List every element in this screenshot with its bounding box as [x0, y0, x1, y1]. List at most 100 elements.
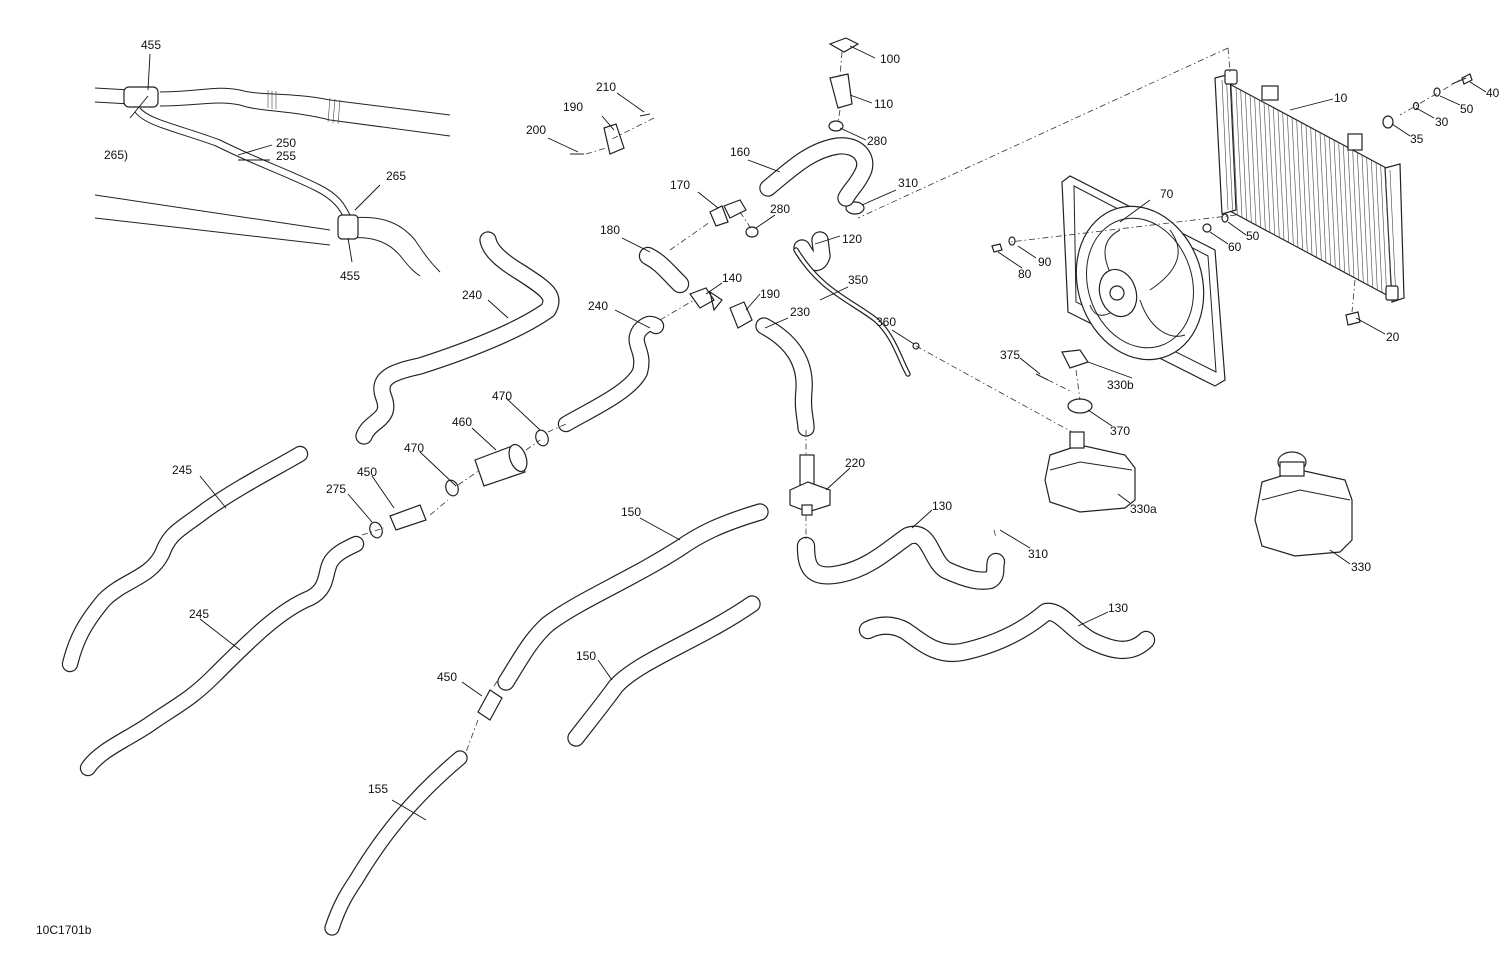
radiator-fin [1305, 124, 1313, 256]
radiator-fin [1226, 82, 1233, 213]
callout-50-lower: 50 [1246, 229, 1260, 243]
gasket-280 [828, 120, 844, 132]
hose-160 [759, 137, 874, 207]
callout-10: 10 [1334, 91, 1348, 105]
callout-50: 50 [1460, 102, 1474, 116]
callout-160: 160 [730, 145, 750, 159]
callout-80: 80 [1018, 267, 1032, 281]
fan-assembly [1061, 175, 1226, 387]
radiator-fin [1263, 102, 1271, 233]
radiator-fin [1273, 107, 1280, 238]
hose-240-right [557, 315, 665, 433]
callout-150: 150 [621, 505, 641, 519]
tee-140 [689, 287, 723, 312]
radiator-fin [1347, 147, 1355, 278]
callout-140: 140 [722, 271, 742, 285]
callout-240-right: 240 [588, 299, 608, 313]
callout-330: 330 [1351, 560, 1371, 574]
callout-265: 265 [386, 169, 406, 183]
hose-120 [793, 231, 831, 271]
callout-20: 20 [1386, 330, 1400, 344]
radiator-fin [1249, 94, 1257, 226]
radiator-fin [1357, 152, 1364, 283]
hose-150-lower [567, 595, 761, 747]
radiator-fin [1254, 97, 1261, 228]
callout-130-lower: 130 [1108, 601, 1128, 615]
radiator-fin [1319, 132, 1327, 263]
callout-470-lower: 470 [404, 441, 424, 455]
thermostat-housing-220 [789, 454, 831, 516]
callout-230: 230 [790, 305, 810, 319]
cap-100 [828, 37, 860, 53]
hose-130-lower [858, 602, 1156, 663]
callout-450: 450 [357, 465, 377, 479]
radiator-fin [1296, 119, 1303, 251]
reservoir-cap-330b [1061, 349, 1089, 369]
callout-280-lower: 280 [770, 202, 790, 216]
radiator-fin [1333, 139, 1341, 271]
radiator-fin [1324, 134, 1331, 266]
callout-255: 255 [276, 149, 296, 163]
thermostat-cap-parts [570, 37, 920, 350]
radiator-fin [1371, 159, 1378, 291]
radiator-fin [1235, 87, 1243, 218]
radiator-fin [1282, 112, 1289, 243]
clamp-470 [445, 479, 459, 497]
radiator-fin [1385, 167, 1392, 298]
radiator-fin [1389, 169, 1397, 301]
connector-450 [389, 504, 427, 531]
radiator-fin [1221, 79, 1229, 211]
radiator-hardware [991, 73, 1473, 326]
callout-220: 220 [845, 456, 865, 470]
callout-470: 470 [492, 389, 512, 403]
radiator-fin [1329, 137, 1336, 268]
callout-350: 350 [848, 273, 868, 287]
radiator-fin [1338, 142, 1345, 273]
radiator-fin [1259, 99, 1266, 231]
radiator-fin [1315, 129, 1322, 261]
callout-180: 180 [600, 223, 620, 237]
callout-170: 170 [670, 178, 690, 192]
clamp-190 [729, 301, 753, 329]
clip-190 [603, 123, 625, 155]
hose-245-upper [61, 445, 309, 673]
radiator [1214, 69, 1405, 303]
callout-110: 110 [874, 97, 893, 111]
radiator-fin [1375, 162, 1383, 293]
radiator-fin [1231, 84, 1238, 216]
frame-clamp-455b [337, 214, 359, 240]
hoses [61, 137, 1156, 936]
callout-280: 280 [867, 134, 887, 148]
hose-240-left [355, 231, 560, 445]
hose-155 [324, 750, 468, 936]
callout-190: 190 [563, 100, 583, 114]
callout-455-lower: 455 [340, 269, 360, 283]
radiator-fin [1277, 109, 1285, 241]
callout-90: 90 [1038, 255, 1052, 269]
frame-inset [94, 86, 451, 277]
frame-clamp-455 [123, 86, 159, 108]
callout-120: 120 [842, 232, 862, 246]
callout-330a: 330a [1130, 502, 1157, 516]
hose-350 [793, 247, 911, 377]
coolant-reservoir-330 [1254, 451, 1353, 557]
callout-240: 240 [462, 288, 482, 302]
callout-35: 35 [1410, 132, 1424, 146]
callout-190-lower: 190 [760, 287, 780, 301]
callout-245: 245 [172, 463, 192, 477]
callout-310-lower: 310 [1028, 547, 1048, 561]
inline-fittings [369, 429, 549, 721]
callout-245-lower: 245 [189, 607, 209, 621]
callout-155: 155 [368, 782, 388, 796]
callout-200: 200 [526, 123, 546, 137]
radiator-fin [1361, 154, 1369, 286]
connector-450b [477, 689, 503, 721]
callout-450-lower: 450 [437, 670, 457, 684]
overflow-hose-250 [139, 107, 351, 216]
hose-245-lower [79, 535, 365, 777]
callout-40: 40 [1486, 86, 1500, 100]
hose-130-upper [796, 525, 1006, 590]
radiator-fin [1310, 127, 1317, 258]
radiator-fin [1343, 144, 1350, 276]
